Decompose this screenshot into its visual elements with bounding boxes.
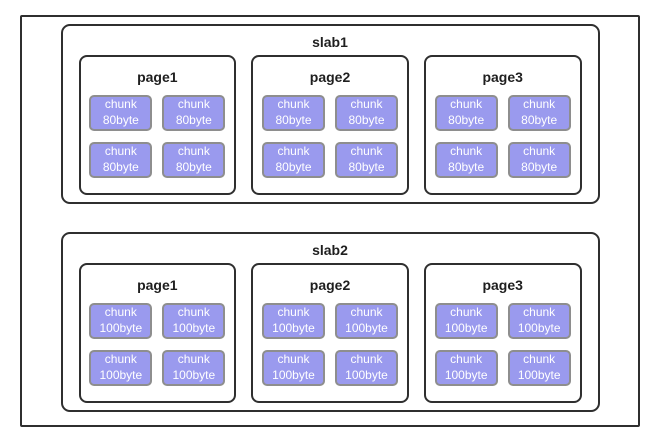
chunk-box: chunk 80byte xyxy=(507,142,571,178)
chunk-box: chunk 80byte xyxy=(89,95,153,131)
chunk-box: chunk 100byte xyxy=(507,303,571,339)
chunk-box: chunk 80byte xyxy=(162,95,226,131)
chunk-box: chunk 100byte xyxy=(335,350,398,386)
page-box: page1 chunk 80byte chunk 80byte chunk 80… xyxy=(78,55,237,195)
slab-label: slab2 xyxy=(312,242,348,258)
page-box: page2 chunk 100byte chunk 100byte chunk … xyxy=(251,263,409,403)
page-box: page2 chunk 80byte chunk 80byte chunk 80… xyxy=(251,55,409,195)
chunk-box: chunk 80byte xyxy=(434,95,498,131)
chunk-grid: chunk 80byte chunk 80byte chunk 80byte c… xyxy=(426,95,580,178)
chunk-box: chunk 100byte xyxy=(434,350,498,386)
page-label: page2 xyxy=(309,277,351,293)
chunk-box: chunk 100byte xyxy=(434,303,498,339)
chunk-box: chunk 80byte xyxy=(507,95,571,131)
chunk-grid: chunk 100byte chunk 100byte chunk 100byt… xyxy=(81,303,235,386)
chunk-box: chunk 100byte xyxy=(507,350,571,386)
chunk-grid: chunk 100byte chunk 100byte chunk 100byt… xyxy=(426,303,580,386)
chunk-box: chunk 80byte xyxy=(262,95,325,131)
page-box: page3 chunk 80byte chunk 80byte chunk 80… xyxy=(423,55,582,195)
chunk-grid: chunk 100byte chunk 100byte chunk 100byt… xyxy=(253,303,407,386)
slab-label: slab1 xyxy=(312,34,348,50)
chunk-box: chunk 100byte xyxy=(162,303,226,339)
diagram-outer-box: slab1 page1 chunk 80byte chunk 80byte ch… xyxy=(20,15,640,427)
chunk-grid: chunk 80byte chunk 80byte chunk 80byte c… xyxy=(81,95,235,178)
pages-row: page1 chunk 80byte chunk 80byte chunk 80… xyxy=(63,55,598,195)
pages-row: page1 chunk 100byte chunk 100byte chunk … xyxy=(63,263,598,403)
chunk-box: chunk 100byte xyxy=(162,350,226,386)
chunk-box: chunk 100byte xyxy=(335,303,398,339)
page-label: page1 xyxy=(137,69,178,85)
chunk-box: chunk 80byte xyxy=(89,142,153,178)
chunk-box: chunk 80byte xyxy=(434,142,498,178)
page-box: page3 chunk 100byte chunk 100byte chunk … xyxy=(423,263,582,403)
page-label: page1 xyxy=(137,277,178,293)
page-label: page3 xyxy=(482,277,523,293)
chunk-box: chunk 100byte xyxy=(89,350,153,386)
page-label: page3 xyxy=(482,69,523,85)
chunk-box: chunk 100byte xyxy=(262,303,325,339)
page-box: page1 chunk 100byte chunk 100byte chunk … xyxy=(78,263,237,403)
chunk-grid: chunk 80byte chunk 80byte chunk 80byte c… xyxy=(253,95,407,178)
chunk-box: chunk 80byte xyxy=(162,142,226,178)
chunk-box: chunk 80byte xyxy=(262,142,325,178)
slab-box-2: slab2 page1 chunk 100byte chunk 100byte … xyxy=(60,232,600,412)
chunk-box: chunk 80byte xyxy=(335,142,398,178)
chunk-box: chunk 100byte xyxy=(89,303,153,339)
chunk-box: chunk 80byte xyxy=(335,95,398,131)
slab-box-1: slab1 page1 chunk 80byte chunk 80byte ch… xyxy=(60,24,600,204)
chunk-box: chunk 100byte xyxy=(262,350,325,386)
page-label: page2 xyxy=(309,69,351,85)
